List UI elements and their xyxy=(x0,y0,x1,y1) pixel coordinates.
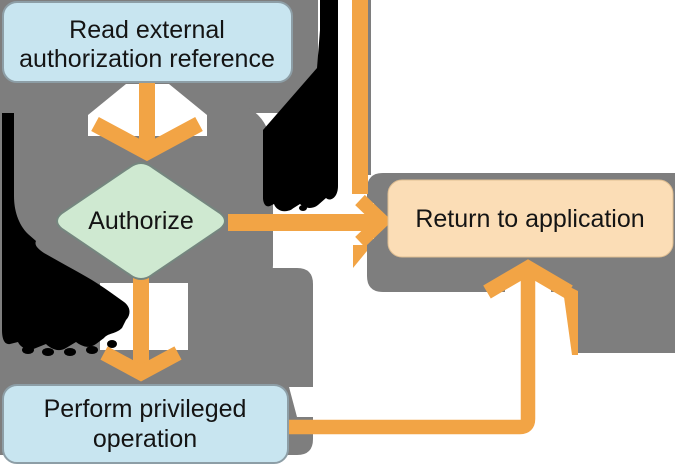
node-perform-privileged xyxy=(2,384,289,464)
up-arrow-tail xyxy=(564,284,578,355)
perform-privileged-label-line1: Perform privileged xyxy=(44,395,247,423)
authorized-glyph-dot xyxy=(107,340,117,348)
authorize-to-perform-shaft xyxy=(133,270,149,373)
read-to-authorize-shaft xyxy=(139,83,155,146)
fail-label-glyph xyxy=(263,0,338,212)
perform-to-return-arrowhead xyxy=(483,259,573,299)
right-arrow-tail xyxy=(353,245,367,268)
authorize-to-return-shaft xyxy=(228,214,378,231)
authorize-to-perform-arrowhead xyxy=(100,346,182,382)
authorized-label-glyph xyxy=(2,113,130,351)
entry-line-shadow xyxy=(368,0,371,175)
read-external-label-line2: authorization reference xyxy=(19,45,275,73)
node-authorize-diamond xyxy=(56,162,226,280)
node-return-to-application xyxy=(387,179,674,258)
fail-glyph-dot xyxy=(299,205,307,211)
authorize-to-return-arrowhead xyxy=(355,194,393,248)
connector-shapes xyxy=(133,0,578,373)
glitch-glyphs xyxy=(2,0,338,356)
notch-perform-panel xyxy=(289,387,313,417)
authorized-glyph-dot xyxy=(42,348,54,356)
authorize-label: Authorize xyxy=(88,207,194,235)
perform-privileged-label-line2: operation xyxy=(93,425,197,453)
authorized-glyph-dot xyxy=(22,346,34,354)
authorized-glyph-dot xyxy=(64,348,76,356)
connector-bands xyxy=(91,116,573,435)
app-entry-line xyxy=(352,0,368,194)
authorized-glyph-dot xyxy=(86,346,98,354)
return-to-application-label: Return to application xyxy=(415,205,644,233)
perform-to-return-elbow xyxy=(288,272,536,435)
fail-glyph-dot xyxy=(283,203,293,211)
read-external-label-line1: Read external xyxy=(69,16,225,44)
node-read-external xyxy=(2,1,293,83)
read-to-authorize-arrowhead xyxy=(91,116,203,162)
